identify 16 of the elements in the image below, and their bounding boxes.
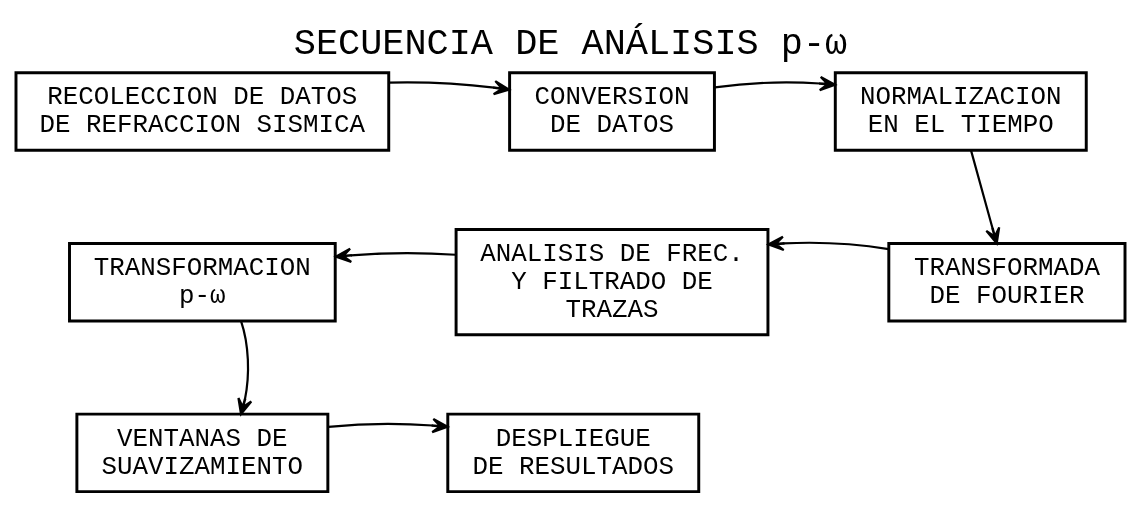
- arrow: [328, 417, 449, 433]
- diagram-title: SECUENCIA DE ANÁLISIS p-ω: [293, 22, 848, 65]
- arrow: [237, 320, 253, 415]
- node-box: CONVERSION DE DATOS: [508, 70, 716, 152]
- arrow: [767, 235, 889, 251]
- node-box: RECOLECCION DE DATOS DE REFRACCION SISMICA: [14, 70, 391, 152]
- node-box: NORMALIZACION EN EL TIEMPO: [833, 70, 1088, 152]
- node-box: ANALISIS DE FREC. Y FILTRADO DE TRAZAS: [454, 227, 770, 336]
- node-box: TRANSFORMACION p-ω: [68, 241, 337, 322]
- node-box: VENTANAS DE SUAVIZAMIENTO: [75, 412, 330, 493]
- arrow: [714, 75, 837, 91]
- node-box: DESPLIEGUE DE RESULTADOS: [446, 412, 701, 493]
- node-box: TRANSFORMADA DE FOURIER: [887, 241, 1127, 322]
- arrow: [388, 79, 511, 95]
- arrow: [969, 149, 1001, 244]
- arrow: [334, 247, 456, 263]
